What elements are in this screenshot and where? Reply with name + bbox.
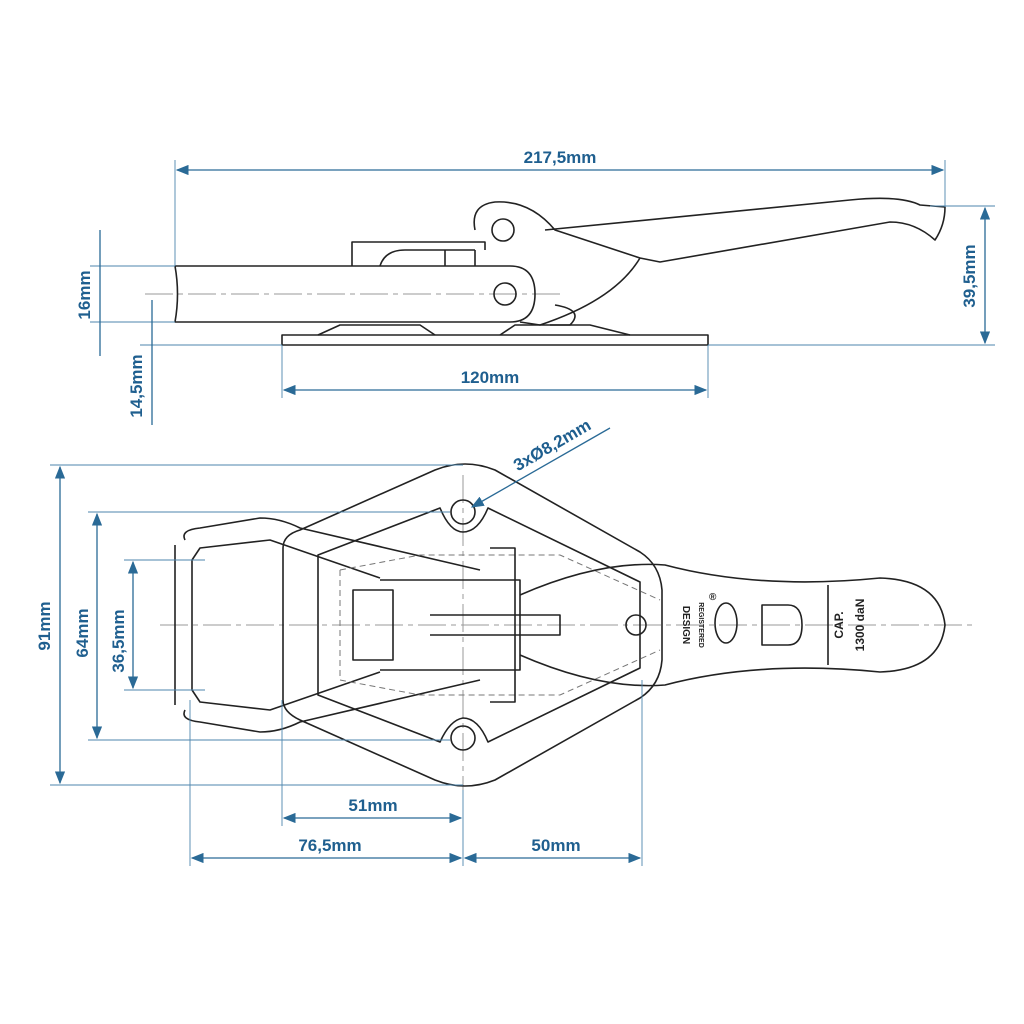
- dim-overall-length: 217,5mm: [524, 148, 597, 167]
- hidden-lines: [339, 554, 661, 696]
- bar-end: [352, 589, 394, 661]
- bail-inner: [191, 539, 381, 711]
- side-view: [145, 197, 946, 346]
- side-dimensions: 217,5mm 39,5mm 16mm 14,5mm 120mm: [75, 148, 995, 425]
- bracket: [351, 241, 486, 267]
- dim-loop-width: 36,5mm: [109, 609, 128, 672]
- marking-capacity: 1300 daN: [853, 599, 867, 652]
- marking-registered-symbol: ®: [709, 592, 717, 603]
- dim-base-height: 14,5mm: [127, 354, 146, 417]
- top-dimensions: 3xØ8,2mm 91mm 64mm 36,5mm 51mm 76,5mm 50…: [35, 416, 643, 866]
- pivot-pin-lower: [493, 282, 517, 306]
- marking-design: DESIGN: [680, 606, 691, 644]
- dim-hole-spacing: 64mm: [73, 608, 92, 657]
- plate-recess: [317, 507, 641, 743]
- mount-hole-bottom: [450, 725, 476, 751]
- dim-outer-width: 91mm: [35, 601, 54, 650]
- marking-registered: REGISTERED: [697, 602, 704, 648]
- pivot-pin-upper: [491, 218, 515, 242]
- latch-bar: [174, 265, 536, 323]
- dim-line-holes: [470, 427, 611, 508]
- dim-50: 50mm: [531, 836, 580, 855]
- brand-logo-icon: [714, 602, 738, 644]
- marking-cap: CAP.: [832, 611, 846, 638]
- mount-hole-top: [450, 499, 476, 525]
- bail-outer: [174, 517, 481, 733]
- dim-76: 76,5mm: [298, 836, 361, 855]
- dim-bar-thickness: 16mm: [75, 270, 94, 319]
- dim-holes: 3xØ8,2mm: [510, 416, 594, 475]
- hook-tip: [550, 304, 576, 326]
- handle-side: [473, 197, 946, 326]
- base-lugs: [317, 324, 631, 336]
- top-view: DESIGN REGISTERED ® CAP. 1300 daN: [160, 463, 975, 790]
- dim-base-length: 120mm: [461, 368, 520, 387]
- base-plate-top: [282, 463, 663, 787]
- base-plate: [281, 334, 709, 346]
- mount-hole-center: [625, 614, 647, 636]
- dim-height: 39,5mm: [960, 244, 979, 307]
- handle-slot: [761, 604, 803, 646]
- handle-top: [519, 563, 946, 687]
- dim-51: 51mm: [348, 796, 397, 815]
- pivot-assembly: [380, 547, 561, 703]
